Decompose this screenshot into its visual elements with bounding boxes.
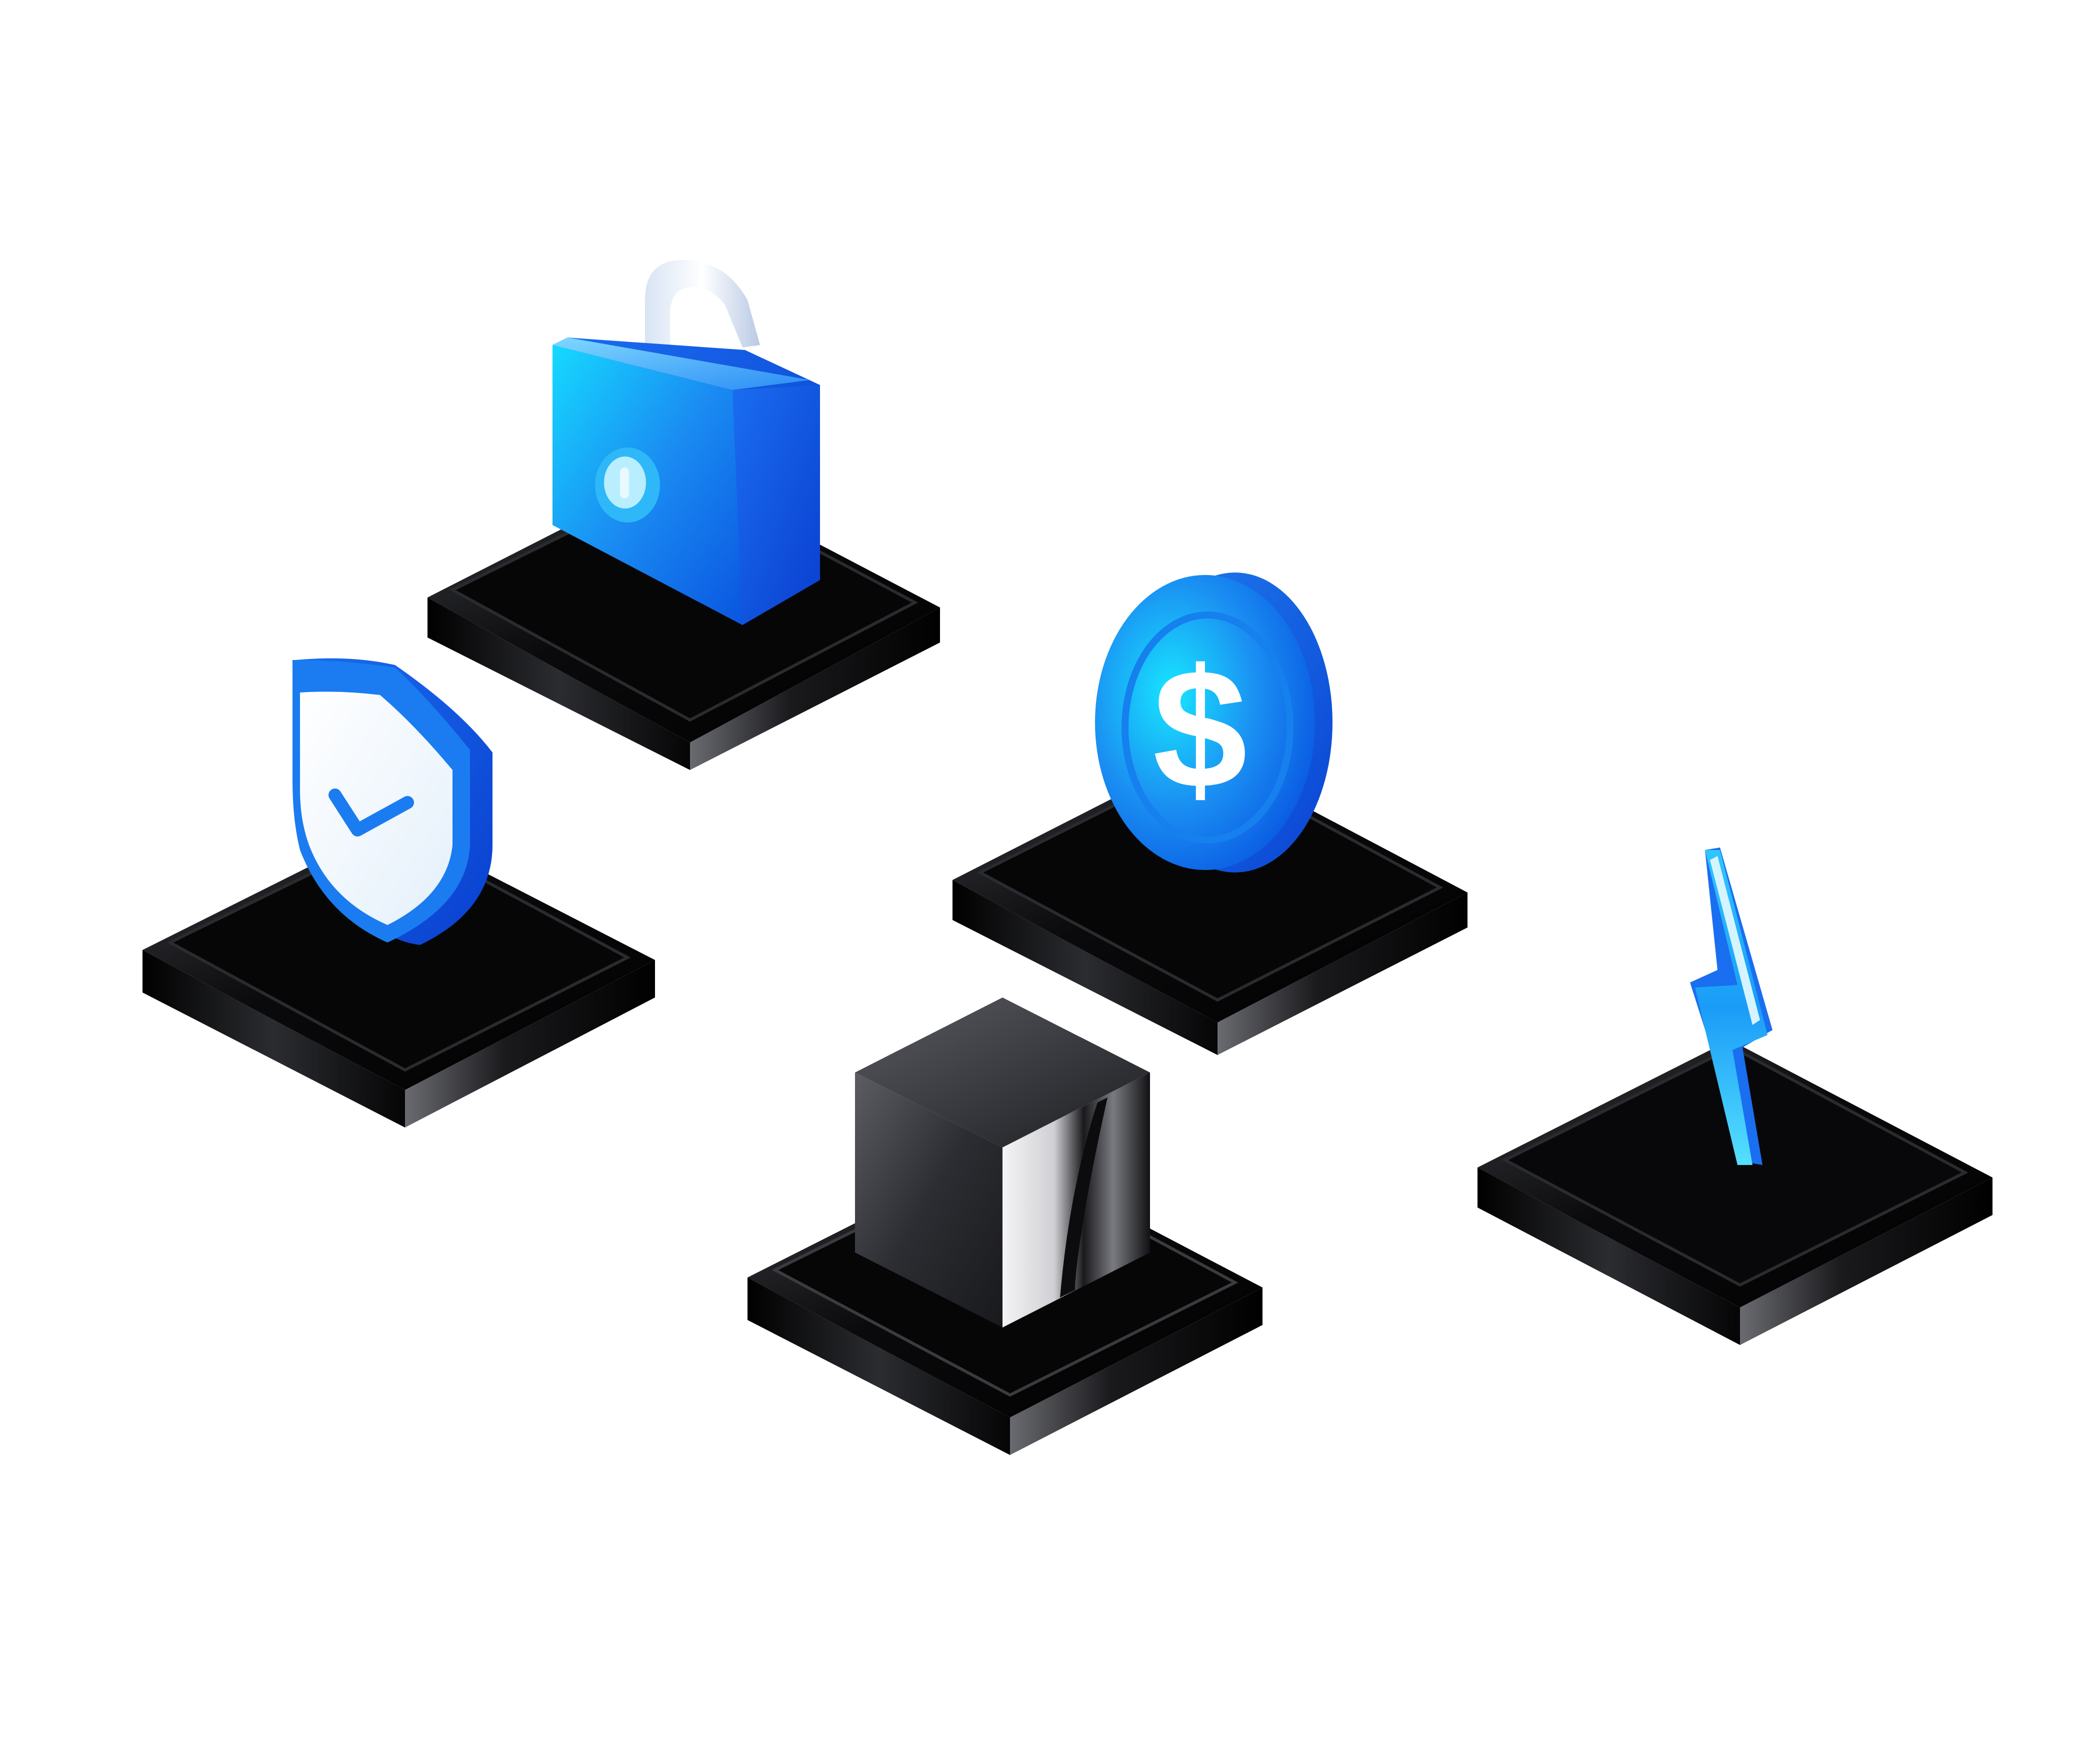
pedestal-lock (428, 470, 940, 770)
dollar-coin-icon: $ (1095, 572, 1332, 872)
shield-check-icon (292, 658, 492, 945)
padlock-icon (552, 260, 820, 625)
lightning-bolt-icon (1690, 848, 1772, 1165)
pedestal-bolt (1478, 1040, 1992, 1345)
pedestal-coin (952, 752, 1468, 1055)
cube-icon (855, 998, 1150, 1328)
coin-symbol: $ (1152, 634, 1247, 824)
pedestal-shield (142, 825, 655, 1128)
